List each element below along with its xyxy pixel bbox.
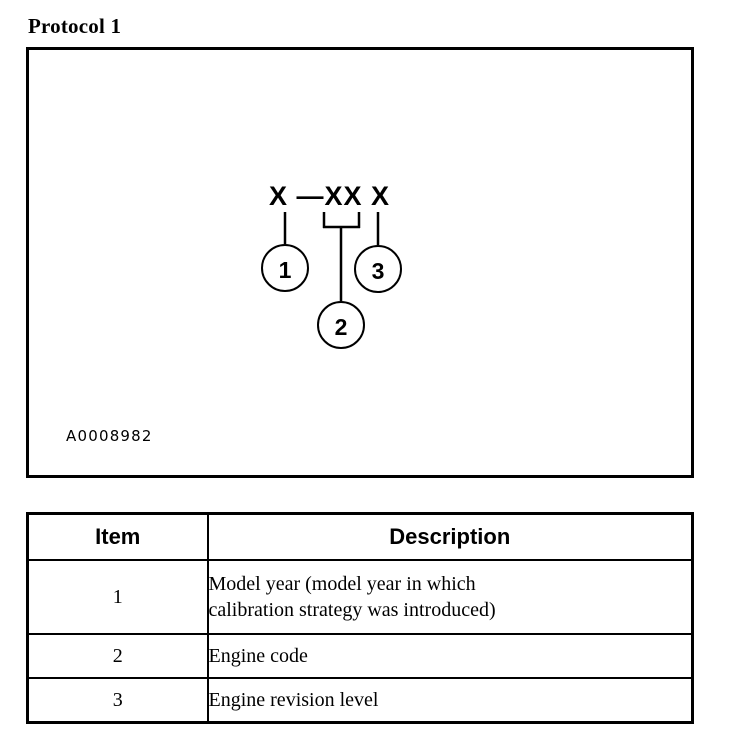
figure-box: X —XX X 1 2 3 A0008982 [26, 47, 694, 478]
description-line: calibration strategy was introduced) [208, 599, 496, 621]
table-row: 1 Model year (model year in which calibr… [26, 559, 694, 635]
column-header-item: Item [26, 512, 209, 561]
item-description-table: Item Description 1 Model year (model yea… [26, 512, 694, 724]
cell-description: Model year (model year in which calibrat… [206, 559, 694, 635]
callout-marker-2: 2 [317, 301, 365, 349]
callout-marker-3: 3 [354, 245, 402, 293]
figure-content: X —XX X 1 2 3 A0008982 [29, 50, 691, 475]
cell-description: Engine code [206, 633, 694, 679]
figure-reference-code: A0008982 [66, 427, 153, 445]
page-title: Protocol 1 [28, 14, 122, 38]
description-line: Engine revision level [208, 689, 379, 711]
cell-description: Engine revision level [206, 677, 694, 724]
column-header-description: Description [206, 512, 694, 561]
table-row: 2 Engine code [26, 633, 694, 679]
table-row: 3 Engine revision level [26, 677, 694, 724]
table-header-row: Item Description [26, 512, 694, 561]
description-line: Engine code [208, 645, 308, 667]
cell-item-number: 2 [26, 633, 209, 679]
cell-item-number: 1 [26, 559, 209, 635]
callout-marker-1: 1 [261, 244, 309, 292]
callout-diagram: X —XX X 1 2 3 [29, 50, 697, 481]
description-line: Model year (model year in which [208, 573, 476, 595]
cell-item-number: 3 [26, 677, 209, 724]
leader-lines [283, 212, 380, 301]
calibration-code-text: X —XX X [269, 181, 391, 211]
